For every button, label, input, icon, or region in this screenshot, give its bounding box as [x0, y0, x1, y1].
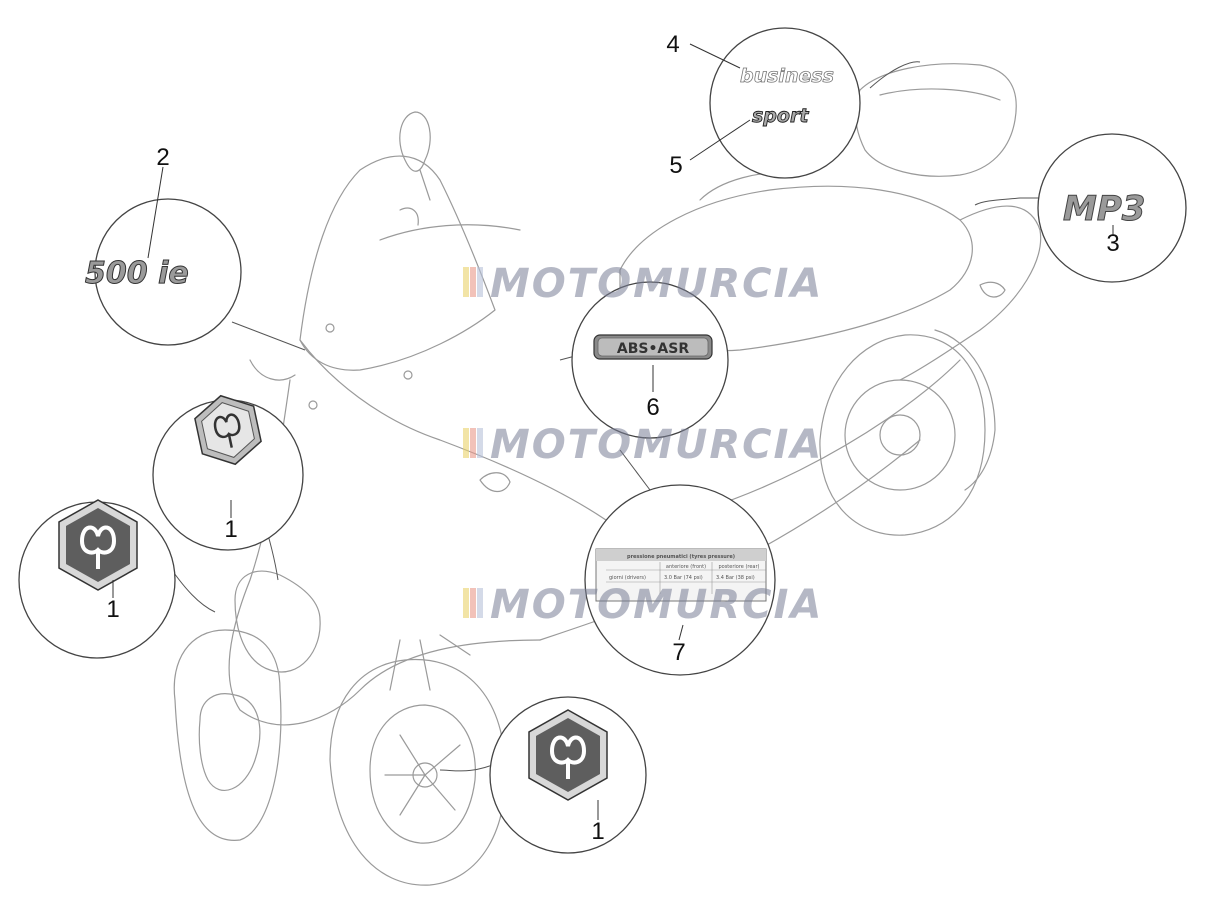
callout-number-4: 4 [666, 31, 679, 58]
tyre-label-front-value: 3.0 Bar (74 psi) [664, 575, 703, 581]
badge-abs-asr: ABS•ASR [593, 334, 713, 360]
callout-circle-6 [571, 281, 729, 439]
tyre-label-rear-value: 3.4 Bar (38 psi) [716, 575, 755, 581]
tyre-pressure-label: pressione pneumatici (tyres pressure) an… [595, 548, 767, 602]
badge-500ie: 500 ie [85, 256, 189, 291]
tyre-label-title: pressione pneumatici (tyres pressure) [627, 554, 735, 560]
callout-number-1b: 1 [106, 596, 119, 623]
piaggio-emblem-left [58, 499, 138, 591]
badge-abs-asr-text: ABS•ASR [617, 341, 689, 357]
callout-number-1a: 1 [224, 516, 237, 543]
callout-circle-3 [1037, 133, 1187, 283]
callout-number-7: 7 [672, 639, 685, 666]
callout-circle-2 [94, 198, 242, 346]
badge-business: business [740, 65, 834, 87]
callout-number-5: 5 [669, 152, 682, 179]
callout-number-2: 2 [156, 144, 169, 171]
tyre-label-rear-header: posteriore (rear) [718, 564, 759, 570]
watermark-text-middle: MOTOMURCIA [490, 422, 823, 468]
piaggio-emblem-small [194, 394, 262, 466]
tyre-label-front-header: anteriore (front) [666, 564, 706, 570]
watermark-text-bottom: MOTOMURCIA [490, 582, 823, 628]
number-leaders [112, 43, 1114, 820]
callout-number-6: 6 [646, 394, 659, 421]
badge-mp3: MP3 [1063, 189, 1145, 229]
callout-number-3: 3 [1106, 230, 1119, 257]
callout-number-1c: 1 [591, 818, 604, 845]
watermark-top: MOTOMURCIA [463, 261, 823, 307]
watermarks: MOTOMURCIA MOTOMURCIA MOTOMURCIA [463, 261, 823, 628]
callout-numbers: 2 1 1 1 4 5 3 6 7 [106, 31, 1119, 845]
watermark-text-top: MOTOMURCIA [490, 261, 823, 307]
piaggio-emblem-bottom [528, 709, 608, 801]
watermark-middle: MOTOMURCIA [463, 422, 823, 468]
tyre-label-row-label: giorni (drivers) [609, 575, 646, 581]
watermark-bottom: MOTOMURCIA [463, 582, 823, 628]
badge-sport: sport [752, 105, 809, 127]
callout-circles [18, 27, 1187, 854]
callout-circle-4-5 [709, 27, 861, 179]
